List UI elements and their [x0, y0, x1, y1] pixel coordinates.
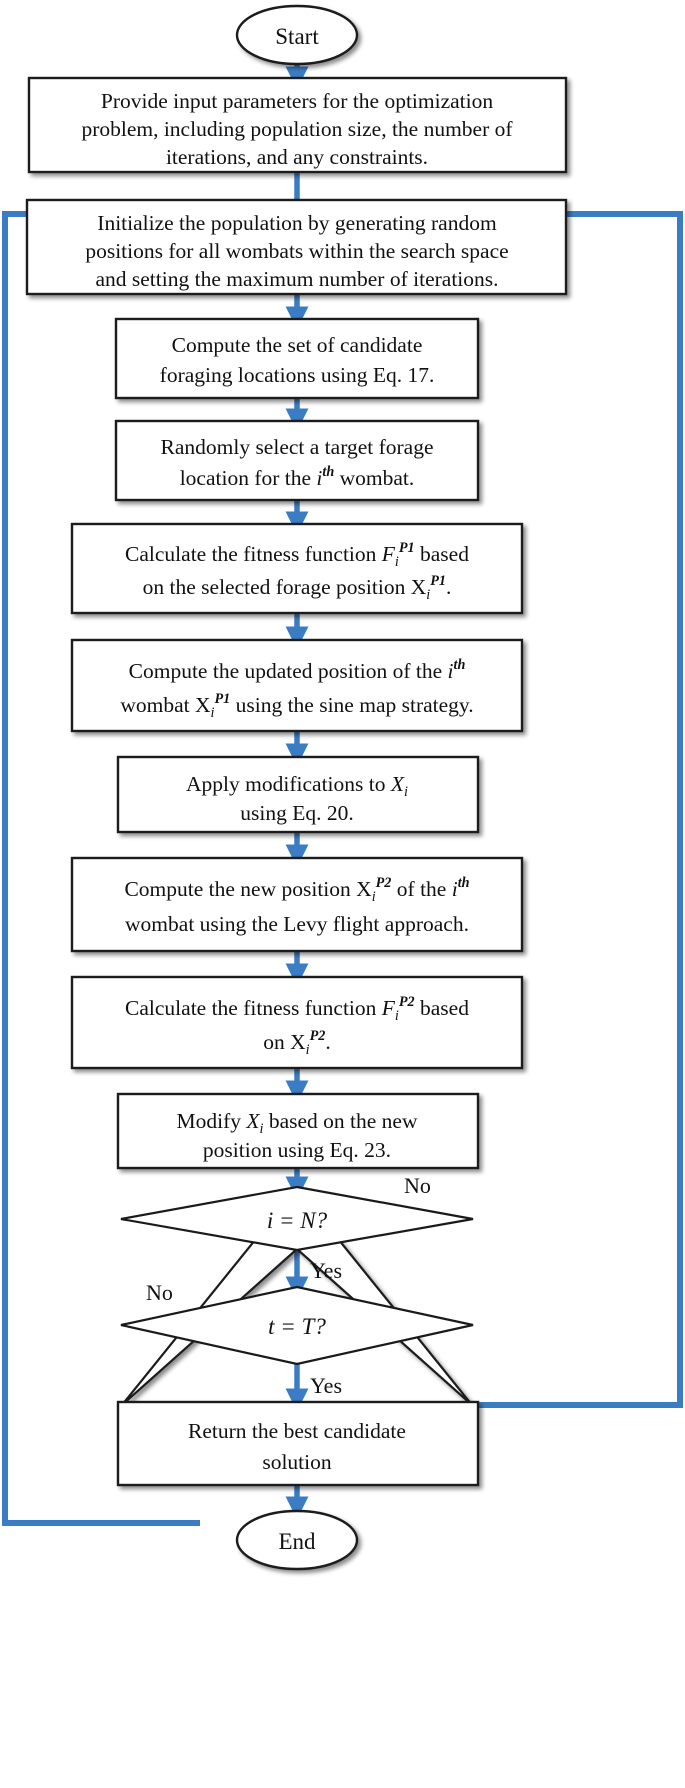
node-input-parameters[interactable]: Provide input parameters for the optimiz… [27, 76, 568, 174]
edge-label-i-yes: Yes [310, 1258, 342, 1283]
node-sine-map-line-2: wombat XiP1 using the sine map strategy. [120, 691, 473, 721]
node-calculate-fitness-p1[interactable]: Calculate the fitness function FiP1 base… [70, 522, 524, 615]
edge-label-t-no: No [146, 1280, 173, 1305]
node-apply-mods-line-2: using Eq. 20. [240, 801, 353, 825]
node-end[interactable]: End [235, 1509, 359, 1571]
node-input-parameters-line-2: problem, including population size, the … [81, 117, 513, 141]
node-input-parameters-line-3: iterations, and any constraints. [166, 145, 428, 169]
node-candidate-line-2: foraging locations using Eq. 17. [160, 363, 435, 387]
node-initialize-line-3: and setting the maximum number of iterat… [95, 267, 498, 291]
edge-label-i-no: No [404, 1173, 431, 1198]
node-decision-t-equals-t[interactable]: t = T? [120, 1285, 474, 1366]
node-modify-line-2: position using Eq. 23. [203, 1138, 391, 1162]
node-levy-line-2: wombat using the Levy flight approach. [125, 912, 469, 936]
node-compute-candidate-foraging-locations[interactable]: Compute the set of candidate foraging lo… [114, 317, 480, 400]
node-end-label: End [278, 1529, 316, 1554]
node-compute-updated-position-sine-map[interactable]: Compute the updated position of the ith … [70, 638, 524, 733]
node-fitness-p2-line-1: Calculate the fitness function FiP2 base… [125, 994, 469, 1024]
node-sine-map-line-1: Compute the updated position of the ith [129, 657, 466, 683]
node-input-parameters-line-1: Provide input parameters for the optimiz… [101, 89, 494, 113]
node-select-target-forage-location[interactable]: Randomly select a target forage location… [114, 419, 480, 502]
node-fitness-p1-line-2: on the selected forage position XiP1. [143, 573, 452, 603]
node-return-best-candidate[interactable]: Return the best candidate solution [116, 1400, 480, 1487]
node-decision-i-equals-n[interactable]: i = N? [120, 1185, 474, 1406]
node-initialize-population[interactable]: Initialize the population by generating … [25, 198, 568, 296]
node-apply-mods-line-1: Apply modifications to Xi [186, 772, 408, 800]
node-start-label: Start [275, 24, 319, 49]
node-select-target-line-1: Randomly select a target forage [160, 435, 433, 459]
node-modify-line-1: Modify Xi based on the new [176, 1109, 417, 1137]
node-select-target-line-2: location for the ith wombat. [180, 464, 415, 490]
edge-label-t-yes: Yes [310, 1373, 342, 1398]
node-levy-line-1: Compute the new position XiP2 of the ith [124, 875, 469, 905]
node-fitness-p1-line-1: Calculate the fitness function FiP1 base… [125, 540, 469, 570]
node-calculate-fitness-p2[interactable]: Calculate the fitness function FiP2 base… [70, 975, 524, 1070]
node-decision-t-label: t = T? [268, 1314, 326, 1339]
node-compute-new-position-levy-flight[interactable]: Compute the new position XiP2 of the ith… [70, 856, 524, 953]
node-return-line-1: Return the best candidate [188, 1419, 406, 1443]
node-start[interactable]: Start [235, 4, 359, 66]
node-return-line-2: solution [262, 1450, 332, 1474]
node-apply-modifications-eq20[interactable]: Apply modifications to Xi using Eq. 20. [116, 755, 480, 834]
node-initialize-line-1: Initialize the population by generating … [97, 211, 497, 235]
node-candidate-line-1: Compute the set of candidate [172, 333, 423, 357]
node-modify-position-eq23[interactable]: Modify Xi based on the new position usin… [116, 1092, 480, 1170]
node-decision-i-label: i = N? [267, 1208, 328, 1233]
node-initialize-line-2: positions for all wombats within the sea… [85, 239, 508, 263]
